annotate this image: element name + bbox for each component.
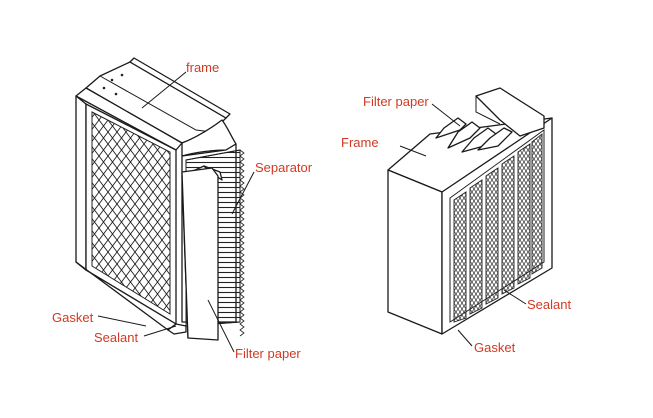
- right-frame-front: [387, 169, 443, 335]
- leader-gasket-right: [457, 329, 473, 347]
- label-filter-paper-left: Filter paper: [235, 346, 301, 361]
- right-pleat-packs: [453, 133, 543, 323]
- left-filter-diagram: frame Separator Gasket Sealant Filter pa…: [52, 57, 313, 361]
- leader-sealant-left: [143, 325, 177, 337]
- right-filter-diagram: Filter paper Frame Sealant Gasket: [341, 87, 571, 355]
- label-filter-paper-right: Filter paper: [363, 94, 429, 109]
- leader-frame-left: [141, 71, 187, 109]
- label-gasket-right: Gasket: [474, 340, 516, 355]
- label-sealant-left: Sealant: [94, 330, 138, 345]
- leader-filter-paper-left: [207, 299, 235, 353]
- leader-frame-right: [399, 145, 427, 157]
- leader-filter-paper-right: [431, 103, 461, 127]
- label-gasket-left: Gasket: [52, 310, 94, 325]
- left-separator-stack: [167, 149, 245, 341]
- left-frame-front: [75, 87, 183, 331]
- label-frame-right: Frame: [341, 135, 379, 150]
- left-frame-top: [85, 57, 231, 144]
- leader-sealant-right: [503, 289, 527, 305]
- label-frame: frame: [186, 60, 219, 75]
- label-separator: Separator: [255, 160, 313, 175]
- leader-separator-left: [231, 171, 255, 215]
- label-sealant-right: Sealant: [527, 297, 571, 312]
- leader-gasket-left: [97, 315, 147, 327]
- right-top-fins: [435, 87, 545, 153]
